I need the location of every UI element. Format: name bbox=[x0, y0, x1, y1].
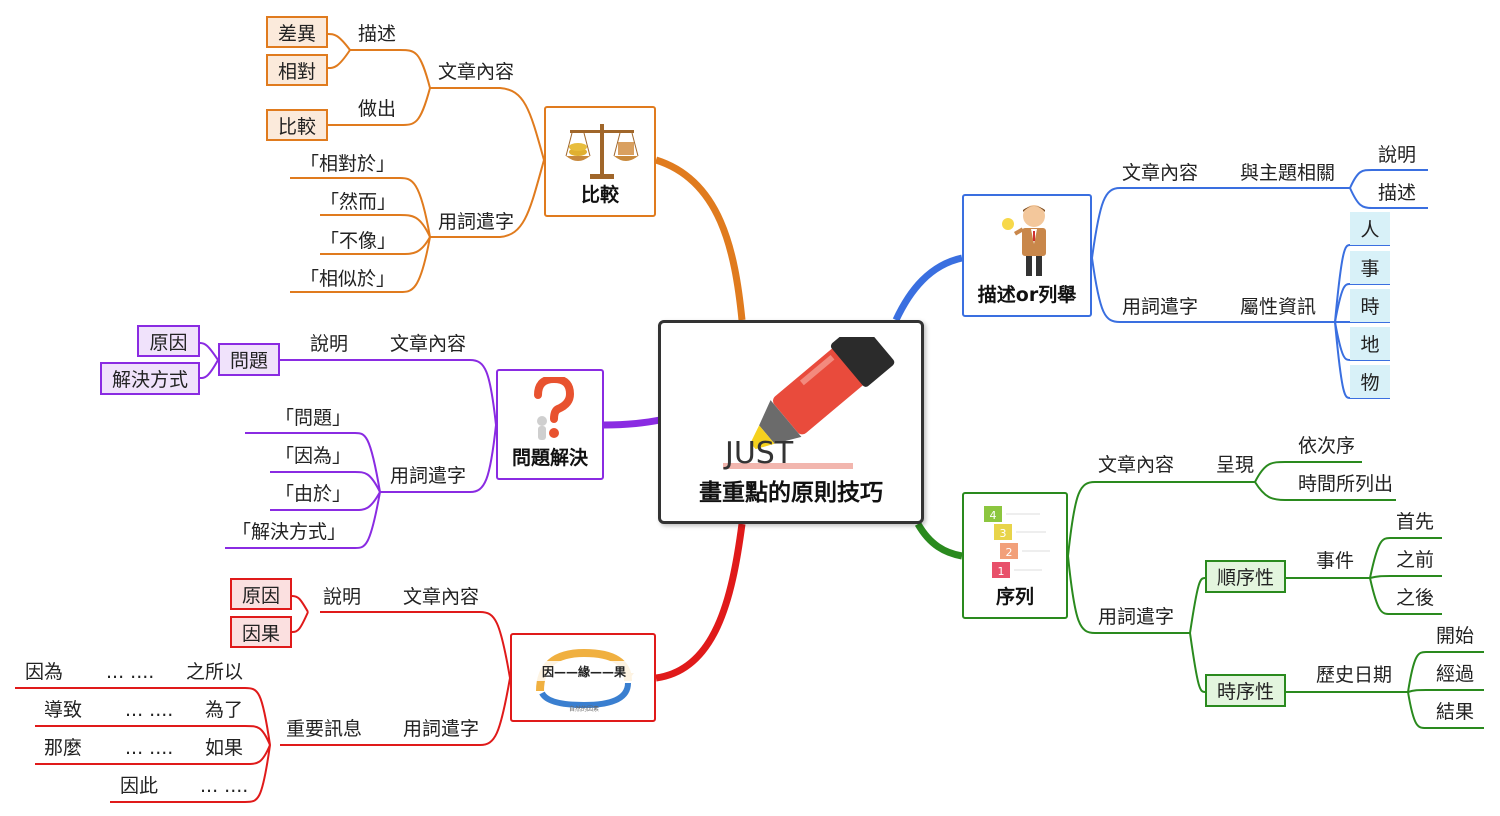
businessman-lightbulb-icon bbox=[1002, 205, 1046, 276]
topic-compare-title: 比較 bbox=[580, 184, 619, 206]
compare-words-label[interactable]: 用詞遣字 bbox=[438, 211, 515, 233]
cause-caption: 自然的因素 bbox=[569, 705, 599, 713]
compare-relative-box[interactable]: 相對 bbox=[266, 54, 328, 86]
central-topic-title: 畫重點的原則技巧 bbox=[699, 480, 883, 506]
central-topic[interactable]: JUST 畫重點的原則技巧 bbox=[658, 320, 924, 524]
describe-attr-place[interactable]: 地 bbox=[1350, 327, 1390, 360]
describe-attr-label[interactable]: 屬性資訊 bbox=[1240, 296, 1317, 318]
problem-explain-label[interactable]: 說明 bbox=[310, 333, 349, 355]
compare-word-1[interactable]: 「相對於」 bbox=[300, 153, 396, 175]
step-4-label: 4 bbox=[990, 509, 997, 522]
topic-describe-title: 描述or列舉 bbox=[977, 284, 1077, 306]
topic-problem[interactable]: 問題解決 bbox=[496, 369, 604, 480]
cause-content-label[interactable]: 文章內容 bbox=[403, 586, 480, 608]
compare-word-2[interactable]: 「然而」 bbox=[320, 191, 397, 213]
sequence-words-label[interactable]: 用詞遣字 bbox=[1098, 606, 1175, 628]
sequence-content-label[interactable]: 文章內容 bbox=[1098, 454, 1175, 476]
sequence-history-label[interactable]: 歷史日期 bbox=[1316, 664, 1393, 686]
problem-question-box[interactable]: 問題 bbox=[218, 343, 280, 376]
cause-row-4-b[interactable]: ... .... bbox=[200, 775, 249, 797]
sequence-show-2[interactable]: 時間所列出 bbox=[1298, 473, 1394, 495]
sequence-event-label[interactable]: 事件 bbox=[1316, 550, 1355, 572]
highlighter-pen-illustration: JUST bbox=[723, 337, 895, 471]
cause-words-label[interactable]: 用詞遣字 bbox=[403, 718, 480, 740]
problem-content-label[interactable]: 文章內容 bbox=[390, 333, 467, 355]
sequence-event-3[interactable]: 之後 bbox=[1396, 587, 1435, 609]
cause-row-4-a[interactable]: 因此 bbox=[120, 775, 159, 797]
cause-row-1-b[interactable]: ... .... bbox=[106, 661, 155, 683]
problem-cause-box[interactable]: 原因 bbox=[137, 325, 200, 357]
just-logo-text: JUST bbox=[723, 436, 794, 471]
sequence-order-box[interactable]: 順序性 bbox=[1205, 560, 1286, 593]
compare-word-4[interactable]: 「相似於」 bbox=[300, 268, 396, 290]
sequence-history-2[interactable]: 經過 bbox=[1436, 663, 1475, 685]
topic-compare[interactable]: 比較 bbox=[544, 106, 656, 217]
compare-describe-label[interactable]: 描述 bbox=[358, 23, 397, 45]
sequence-history-1[interactable]: 開始 bbox=[1436, 625, 1475, 647]
cause-row-2-a[interactable]: 導致 bbox=[44, 699, 83, 721]
describe-attr-thing[interactable]: 物 bbox=[1350, 365, 1390, 398]
problem-word-4[interactable]: 「解決方式」 bbox=[232, 521, 347, 543]
cause-row-2-c[interactable]: 為了 bbox=[205, 699, 244, 721]
numbered-steps-icon: 4 3 2 1 bbox=[984, 506, 1050, 578]
question-mark-icon bbox=[534, 377, 575, 440]
cause-row-2-b[interactable]: ... .... bbox=[125, 699, 174, 721]
cause-explain-label[interactable]: 說明 bbox=[323, 586, 362, 608]
describe-item-2[interactable]: 描述 bbox=[1378, 182, 1417, 204]
topic-describe[interactable]: 描述or列舉 bbox=[962, 194, 1092, 317]
cause-effect-cycle-illustration: 因——緣——果 自然的因素 bbox=[530, 648, 638, 713]
describe-related-label[interactable]: 與主題相關 bbox=[1240, 162, 1336, 184]
topic-cause[interactable]: 因——緣——果 自然的因素 bbox=[510, 633, 656, 722]
cause-title-small: 因——緣——果 bbox=[542, 664, 626, 679]
sequence-history-3[interactable]: 結果 bbox=[1436, 701, 1475, 723]
problem-word-1[interactable]: 「問題」 bbox=[275, 407, 352, 429]
describe-attr-time[interactable]: 時 bbox=[1350, 289, 1390, 322]
topic-problem-title: 問題解決 bbox=[511, 447, 588, 469]
cause-row-1-c[interactable]: 之所以 bbox=[186, 661, 244, 683]
cause-row-1-a[interactable]: 因為 bbox=[25, 661, 64, 683]
compare-do-label[interactable]: 做出 bbox=[358, 98, 397, 120]
compare-word-3[interactable]: 「不像」 bbox=[320, 230, 397, 252]
compare-content-label[interactable]: 文章內容 bbox=[438, 61, 515, 83]
describe-attr-event[interactable]: 事 bbox=[1350, 251, 1390, 284]
sequence-event-2[interactable]: 之前 bbox=[1396, 549, 1435, 571]
cause-row-3-b[interactable]: ... .... bbox=[125, 737, 174, 759]
cause-row-3-a[interactable]: 那麼 bbox=[44, 737, 83, 759]
problem-word-2[interactable]: 「因為」 bbox=[275, 445, 352, 467]
step-3-label: 3 bbox=[1000, 527, 1007, 540]
compare-diff-box[interactable]: 差異 bbox=[266, 16, 328, 48]
topic-sequence-title: 序列 bbox=[995, 586, 1034, 608]
sequence-show-1[interactable]: 依次序 bbox=[1298, 435, 1356, 457]
topic-sequence[interactable]: 4 3 2 1 序列 bbox=[962, 492, 1068, 619]
sequence-time-box[interactable]: 時序性 bbox=[1205, 674, 1286, 707]
step-1-label: 1 bbox=[998, 565, 1005, 578]
balance-scale-icon bbox=[565, 124, 639, 179]
describe-words-label[interactable]: 用詞遣字 bbox=[1122, 296, 1199, 318]
problem-word-3[interactable]: 「由於」 bbox=[275, 483, 352, 505]
cause-row-3-c[interactable]: 如果 bbox=[205, 737, 244, 759]
step-2-label: 2 bbox=[1006, 546, 1013, 559]
problem-solution-box[interactable]: 解決方式 bbox=[100, 362, 200, 395]
describe-attr-person[interactable]: 人 bbox=[1350, 212, 1390, 245]
sequence-event-1[interactable]: 首先 bbox=[1396, 511, 1435, 533]
cause-result-box[interactable]: 因果 bbox=[230, 616, 292, 648]
sequence-show-label[interactable]: 呈現 bbox=[1216, 454, 1255, 476]
problem-words-label[interactable]: 用詞遣字 bbox=[390, 465, 467, 487]
compare-compare-box[interactable]: 比較 bbox=[266, 109, 328, 141]
describe-item-1[interactable]: 說明 bbox=[1378, 144, 1417, 166]
describe-content-label[interactable]: 文章內容 bbox=[1122, 162, 1199, 184]
cause-important-label[interactable]: 重要訊息 bbox=[286, 718, 363, 740]
cause-reason-box[interactable]: 原因 bbox=[230, 578, 292, 610]
